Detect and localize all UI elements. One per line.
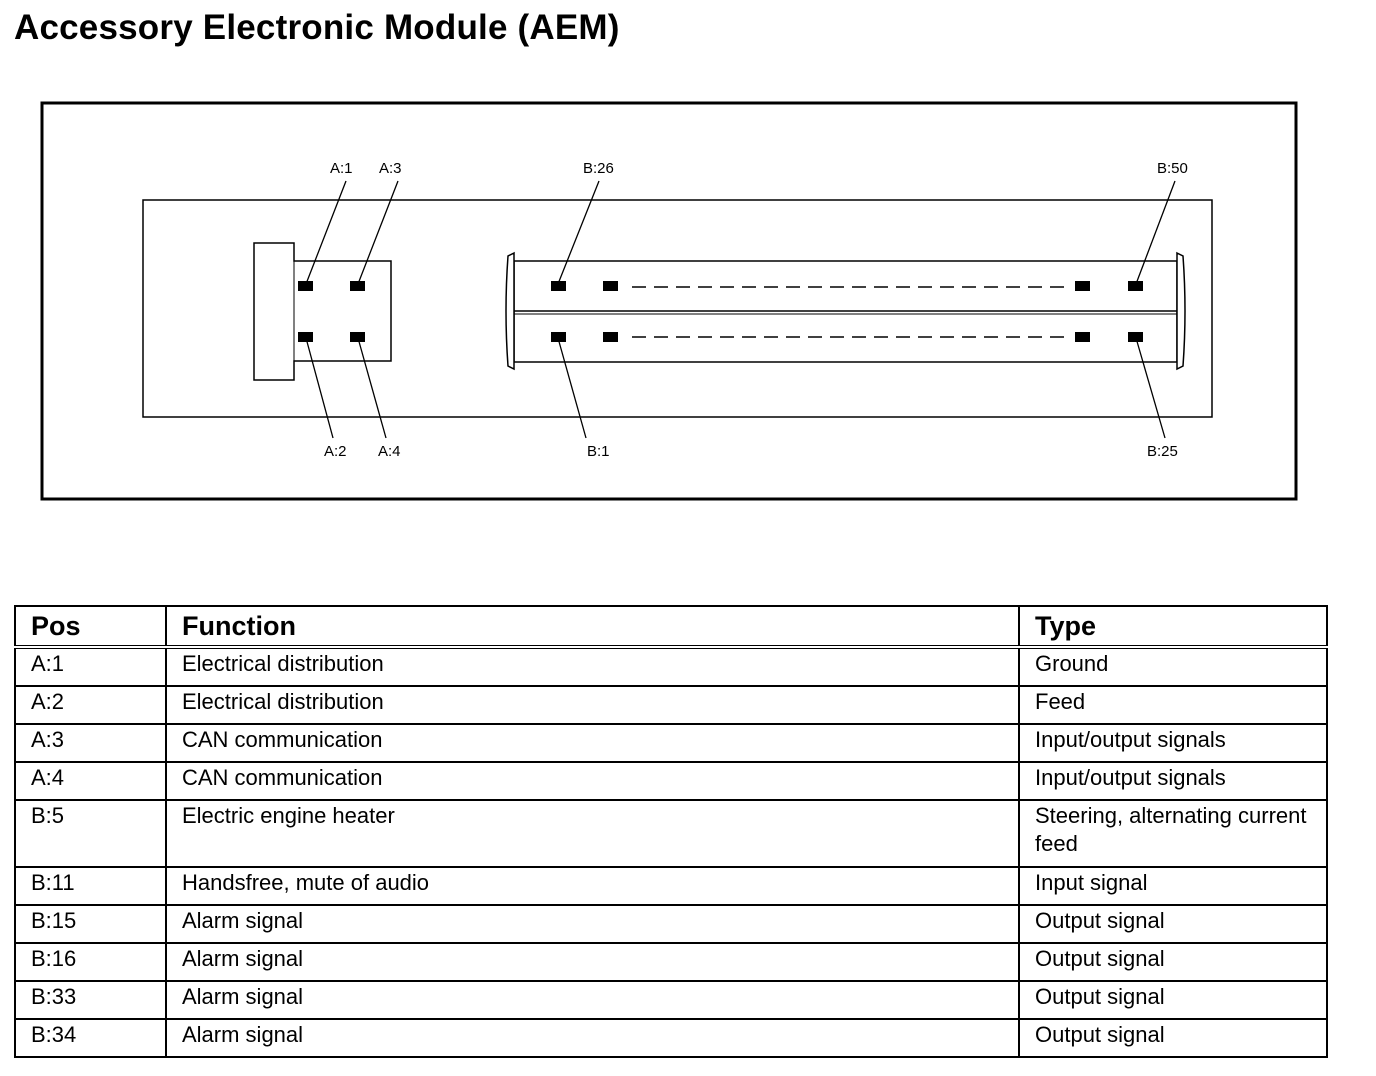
table-row: A:2 Electrical distribution Feed	[14, 685, 1328, 725]
cell-type: Ground	[1018, 646, 1328, 687]
pin-b50	[1128, 281, 1143, 291]
pin-b25	[1128, 332, 1143, 342]
cell-type: Input/output signals	[1018, 723, 1328, 763]
table-row: B:34 Alarm signal Output signal	[14, 1018, 1328, 1058]
connector-b-right-flange	[1176, 251, 1186, 371]
leader-b26	[557, 180, 600, 285]
pin-b49	[1075, 281, 1090, 291]
table-row: A:4 CAN communication Input/output signa…	[14, 761, 1328, 801]
leader-a1	[305, 180, 347, 285]
label-b26: B:26	[583, 160, 614, 177]
table-row: B:15 Alarm signal Output signal	[14, 904, 1328, 944]
connector-b: B:26 B:50 B:1 B:25	[505, 160, 1188, 460]
pin-b26	[551, 281, 566, 291]
connector-diagram: A:1 A:3 A:2 A:4 B:26 B:50 B:1 B:25	[40, 101, 1298, 501]
cell-type: Steering, alternating current feed	[1018, 799, 1328, 868]
cell-pos: A:2	[14, 685, 167, 725]
leader-a2	[305, 337, 334, 439]
pin-b1	[551, 332, 566, 342]
leader-a4	[357, 337, 387, 439]
page-title: Accessory Electronic Module (AEM)	[14, 8, 620, 47]
cell-function: CAN communication	[165, 761, 1020, 801]
table-row: B:33 Alarm signal Output signal	[14, 980, 1328, 1020]
pin-a4	[350, 332, 365, 342]
cell-pos: B:34	[14, 1018, 167, 1058]
table-row: A:1 Electrical distribution Ground	[14, 646, 1328, 687]
cell-function: Alarm signal	[165, 942, 1020, 982]
pin-a1	[298, 281, 313, 291]
pin-b24	[1075, 332, 1090, 342]
leader-b50	[1135, 180, 1176, 285]
leader-b1	[557, 337, 587, 439]
pin-b2	[603, 332, 618, 342]
cell-pos: B:15	[14, 904, 167, 944]
cell-pos: B:33	[14, 980, 167, 1020]
label-b50: B:50	[1157, 160, 1188, 177]
table-row: B:16 Alarm signal Output signal	[14, 942, 1328, 982]
pin-a3	[350, 281, 365, 291]
connector-b-left-flange	[505, 251, 515, 371]
leader-b25	[1135, 337, 1166, 439]
cell-type: Output signal	[1018, 1018, 1328, 1058]
label-a1: A:1	[330, 160, 353, 177]
cell-type: Output signal	[1018, 980, 1328, 1020]
cell-pos: B:11	[14, 866, 167, 906]
cell-function: Electrical distribution	[165, 685, 1020, 725]
cell-function: Electrical distribution	[165, 646, 1020, 687]
label-a3: A:3	[379, 160, 402, 177]
cell-type: Feed	[1018, 685, 1328, 725]
pin-a2	[298, 332, 313, 342]
header-function: Function	[165, 605, 1020, 649]
table-row: B:11 Handsfree, mute of audio Input sign…	[14, 866, 1328, 906]
table-header-row: Pos Function Type	[14, 605, 1328, 649]
leader-a3	[357, 180, 399, 285]
cell-pos: B:16	[14, 942, 167, 982]
cell-function: Electric engine heater	[165, 799, 1020, 868]
diagram-frame	[40, 101, 1298, 501]
pin-function-table: Pos Function Type A:1 Electrical distrib…	[14, 605, 1328, 1058]
header-pos: Pos	[14, 605, 167, 649]
cell-pos: A:3	[14, 723, 167, 763]
table-row: A:3 CAN communication Input/output signa…	[14, 723, 1328, 763]
cell-function: Handsfree, mute of audio	[165, 866, 1020, 906]
cell-pos: B:5	[14, 799, 167, 868]
label-a4: A:4	[378, 443, 401, 460]
cell-function: Alarm signal	[165, 1018, 1020, 1058]
table-row: B:5 Electric engine heater Steering, alt…	[14, 799, 1328, 868]
header-type: Type	[1018, 605, 1328, 649]
cell-type: Output signal	[1018, 904, 1328, 944]
cell-function: CAN communication	[165, 723, 1020, 763]
label-a2: A:2	[324, 443, 347, 460]
label-b25: B:25	[1147, 443, 1178, 460]
connector-a-body	[253, 242, 392, 381]
cell-function: Alarm signal	[165, 904, 1020, 944]
module-housing	[142, 199, 1213, 418]
cell-type: Input signal	[1018, 866, 1328, 906]
cell-type: Output signal	[1018, 942, 1328, 982]
label-b1: B:1	[587, 443, 610, 460]
cell-pos: A:1	[14, 646, 167, 687]
cell-type: Input/output signals	[1018, 761, 1328, 801]
cell-function: Alarm signal	[165, 980, 1020, 1020]
cell-pos: A:4	[14, 761, 167, 801]
pin-b27	[603, 281, 618, 291]
connector-a: A:1 A:3 A:2 A:4	[253, 160, 402, 460]
